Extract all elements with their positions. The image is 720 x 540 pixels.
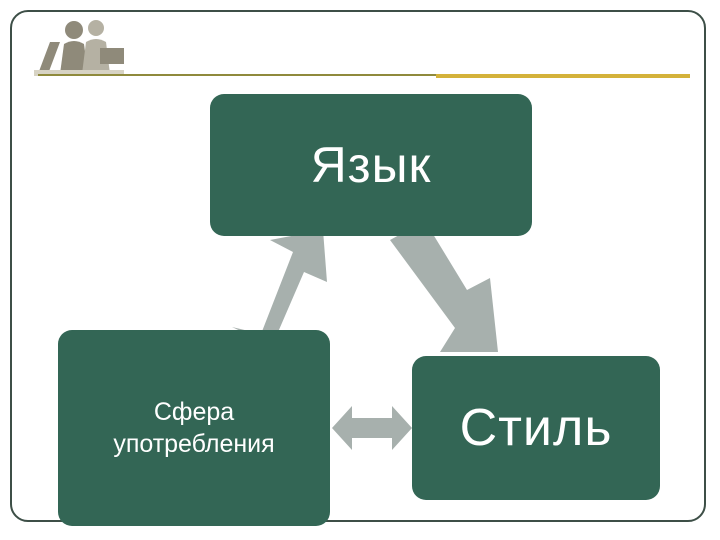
arrow-left-to-top [232, 230, 327, 346]
arrow-top-to-right [390, 221, 498, 352]
business-people-logo-icon [34, 20, 124, 76]
right-box-label: Стиль [459, 399, 613, 457]
header-rule [38, 74, 436, 76]
header-accent-rule [436, 74, 690, 78]
top-box-label: Язык [310, 137, 432, 193]
left-box-sphere-of-use: Сфера употребления [58, 330, 330, 526]
right-box-style: Стиль [412, 356, 660, 500]
left-box-label-line2: употребления [113, 430, 275, 458]
double-arrow-left-right [332, 406, 412, 450]
left-box-label-line1: Сфера [153, 397, 235, 426]
top-box-language: Язык [210, 94, 532, 236]
